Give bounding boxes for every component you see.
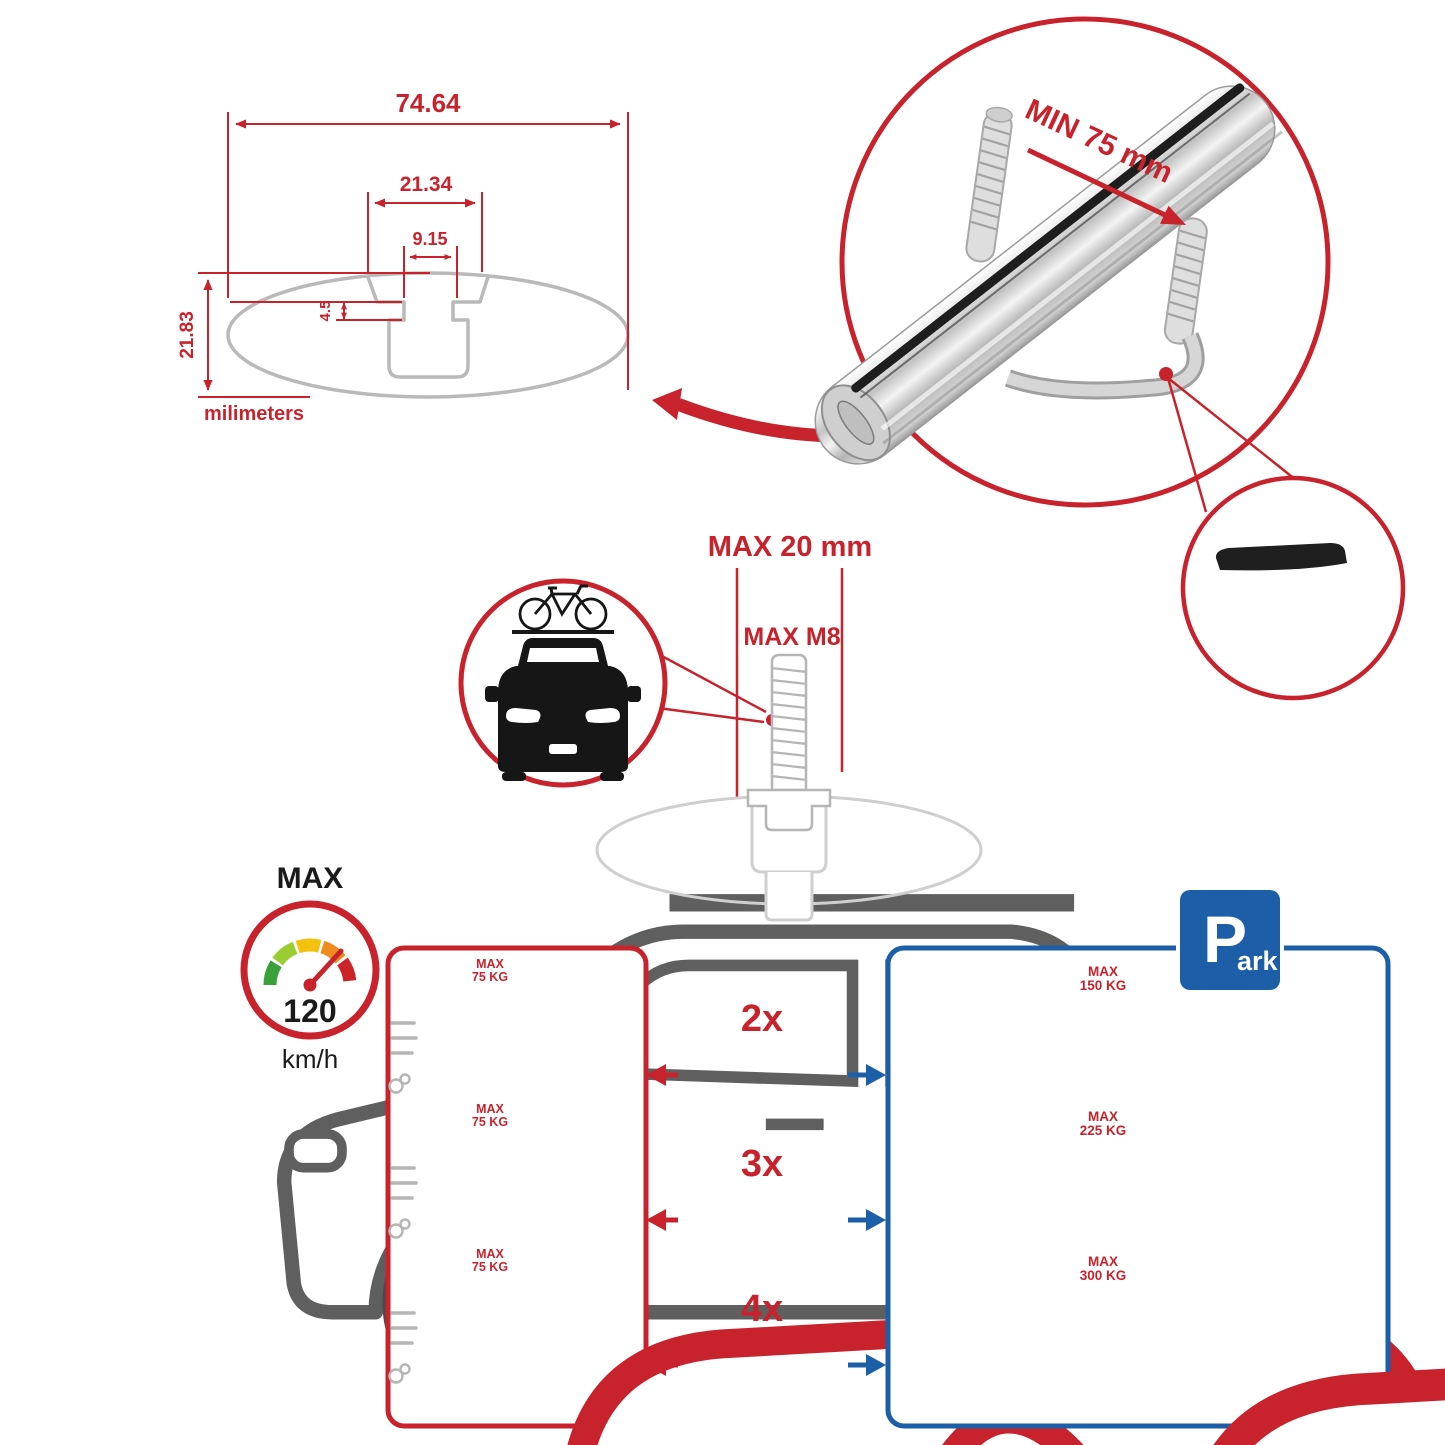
gauge-pivot xyxy=(303,978,317,992)
dim-slot-depth-value: 4.5 xyxy=(317,301,334,322)
load-value: 150 KG xyxy=(1080,978,1127,993)
arrow-left-red xyxy=(646,1064,666,1086)
bar-count-row-2: 3x xyxy=(646,1143,886,1231)
load-max-label: MAX xyxy=(1088,1254,1118,1269)
speed-max-label: MAX xyxy=(277,862,344,895)
bar-count-row-1: 2x xyxy=(646,998,886,1086)
bar-count-label: 3x xyxy=(741,1143,783,1185)
bar-count-row-3: 4x xyxy=(646,1288,886,1376)
gauge-arc-yellow xyxy=(295,938,322,954)
load-max-label: MAX xyxy=(476,1102,504,1116)
roof-box-icon xyxy=(1215,543,1347,571)
load-max-label: MAX xyxy=(476,957,504,971)
bar-count-label: 2x xyxy=(741,998,783,1040)
parking-suffix: ark xyxy=(1237,946,1279,976)
clamp-rod-left xyxy=(965,106,1013,263)
parking-sign-plate xyxy=(1180,890,1280,990)
dim-slot-width-value: 9.15 xyxy=(412,229,447,249)
load-max-label: MAX xyxy=(476,1247,504,1261)
crossbar-closeup: MIN 75 mm xyxy=(814,16,1331,513)
speed-limit-gauge: MAX 120 km/h xyxy=(240,862,380,1074)
dim-total-height xyxy=(198,272,430,398)
bike-callout-line-1 xyxy=(659,653,767,714)
load-max-label: MAX xyxy=(1088,964,1118,979)
threaded-stud xyxy=(746,653,832,832)
car-front-view xyxy=(485,630,641,781)
bolt-diagram: MAX 20 mm MAX M8 xyxy=(458,531,983,922)
gauge-circle xyxy=(240,900,380,1040)
driving-row-2: MAX 75 KG xyxy=(388,1102,1445,1445)
dim-total-width-value: 74.64 xyxy=(395,88,461,118)
parked-row-1: MAX 150 KG xyxy=(1080,964,1445,1445)
crossbar-top-slot xyxy=(851,83,1245,393)
bike-callout-line-2 xyxy=(657,706,765,724)
vehicle-callout-line-2 xyxy=(1167,377,1297,481)
parked-row-2: MAX 225 KG xyxy=(1080,1109,1127,1138)
parking-letter: P xyxy=(1203,902,1247,976)
min-span-arrowhead xyxy=(1160,205,1186,225)
clamp-rod-right xyxy=(1163,217,1208,345)
gauge-arc-green xyxy=(263,960,282,986)
profile-dimension-diagram: 74.64 21.34 9.15 4.5 21.83 mili xyxy=(177,88,630,425)
max-length-label: MAX 20 mm xyxy=(708,531,872,563)
driving-row-3: MAX 75 KG xyxy=(388,1247,508,1384)
parking-sign: P ark xyxy=(1176,886,1284,994)
parked-panel-border xyxy=(885,945,1391,1429)
parked-load-panel: MAX 150 KG MAX 225 KG MAX 300 KG xyxy=(885,945,1445,1445)
load-max-label: MAX xyxy=(1088,1109,1118,1124)
t-nut-head xyxy=(746,788,832,832)
driving-panel-border xyxy=(385,945,649,1429)
bar-count-label: 4x xyxy=(741,1288,783,1330)
load-value: 225 KG xyxy=(1080,1123,1127,1138)
bike-car-callout xyxy=(458,578,767,788)
clamp-strap xyxy=(1004,332,1205,400)
gauge-arc-red xyxy=(336,957,357,982)
bicycle-icon xyxy=(518,584,608,631)
dim-slot-depth xyxy=(230,301,402,321)
min-span-arrow xyxy=(1026,147,1167,218)
dim-total-width xyxy=(227,112,629,390)
dim-channel-width-value: 21.34 xyxy=(400,173,453,196)
faint-slot-stem xyxy=(764,872,814,922)
arrow-right-blue xyxy=(866,1209,886,1231)
load-value: 300 KG xyxy=(1080,1268,1127,1283)
speed-value: 120 xyxy=(283,993,336,1029)
max-thread-label: MAX M8 xyxy=(743,623,840,651)
vehicle-circle xyxy=(1180,475,1406,701)
vehicle-callout-line-1 xyxy=(1166,377,1208,513)
parked-row-3: MAX 300 KG xyxy=(1080,1254,1127,1283)
dim-unit-label: milimeters xyxy=(204,403,304,425)
clamp-point-dot xyxy=(1159,367,1173,381)
gauge-arc-orange xyxy=(320,940,346,964)
vehicle-callout xyxy=(282,475,1406,1410)
bar-count-column: 2x 3x 4x xyxy=(646,998,886,1376)
arrow-right-blue xyxy=(866,1354,886,1376)
gauge-arc-yellowgreen xyxy=(272,941,298,966)
load-value: 75 KG xyxy=(472,970,508,984)
gauge-needle xyxy=(307,948,344,988)
arrow-left-red xyxy=(646,1209,666,1231)
load-value: 75 KG xyxy=(472,1115,508,1129)
crossbar-photo xyxy=(814,83,1283,465)
arrow-left-red xyxy=(646,1354,666,1376)
arrow-right-blue xyxy=(866,1064,886,1086)
dim-total-height-value: 21.83 xyxy=(177,311,198,359)
load-value: 75 KG xyxy=(472,1260,508,1274)
driving-load-panel: MAX 75 KG MAX 75 KG MAX 75 KG xyxy=(385,945,1445,1445)
dim-channel-width xyxy=(367,192,483,272)
driving-row-1: MAX 75 KG xyxy=(388,957,1445,1445)
speed-unit: km/h xyxy=(282,1044,338,1074)
